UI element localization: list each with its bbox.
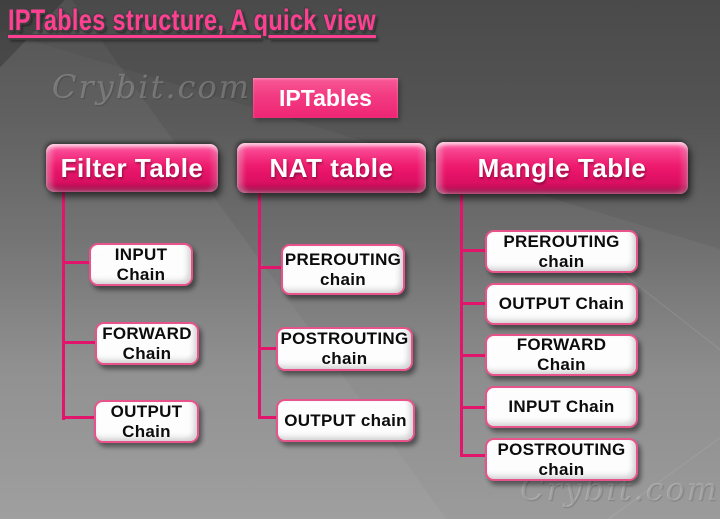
watermark-top: Crybit.com xyxy=(52,68,252,106)
node-mangle-forward-chain: FORWARD Chain xyxy=(485,334,638,376)
node-mangle-input-chain: INPUT Chain xyxy=(485,386,638,428)
connector-filter-stub-forward xyxy=(62,341,95,344)
connector-mangle-stub-prerouting xyxy=(460,249,485,252)
connector-mangle-stub-output xyxy=(460,302,485,305)
connector-mangle-vertical xyxy=(460,193,463,456)
connector-filter-stub-input xyxy=(62,261,89,264)
node-nat-postrouting-chain: POSTROUTING chain xyxy=(276,327,413,371)
connector-filter-vertical xyxy=(62,191,65,420)
connector-nat-stub-output xyxy=(258,416,276,419)
connector-mangle-stub-postrouting xyxy=(460,454,485,457)
node-filter-output-chain: OUTPUT Chain xyxy=(94,400,199,443)
page-title: IPTables structure, A quick view xyxy=(8,4,376,37)
node-filter-table: Filter Table xyxy=(46,144,218,192)
connector-filter-stub-output xyxy=(62,416,94,419)
node-nat-table: NAT table xyxy=(237,143,426,193)
node-mangle-prerouting-chain: PREROUTING chain xyxy=(485,230,638,273)
node-mangle-output-chain: OUTPUT Chain xyxy=(485,283,638,325)
node-filter-input-chain: INPUT Chain xyxy=(89,243,193,286)
connector-nat-stub-postrouting xyxy=(258,347,276,350)
connector-nat-stub-prerouting xyxy=(258,266,281,269)
node-filter-forward-chain: FORWARD Chain xyxy=(95,322,199,365)
connector-mangle-stub-input xyxy=(460,406,485,409)
node-iptables: IPTables xyxy=(253,78,398,118)
node-nat-output-chain: OUTPUT chain xyxy=(276,399,415,442)
node-mangle-postrouting-chain: POSTROUTING chain xyxy=(485,438,638,481)
connector-nat-vertical xyxy=(258,192,261,418)
node-nat-prerouting-chain: PREROUTING chain xyxy=(281,244,405,295)
node-mangle-table: Mangle Table xyxy=(436,142,688,194)
connector-mangle-stub-forward xyxy=(460,354,485,357)
